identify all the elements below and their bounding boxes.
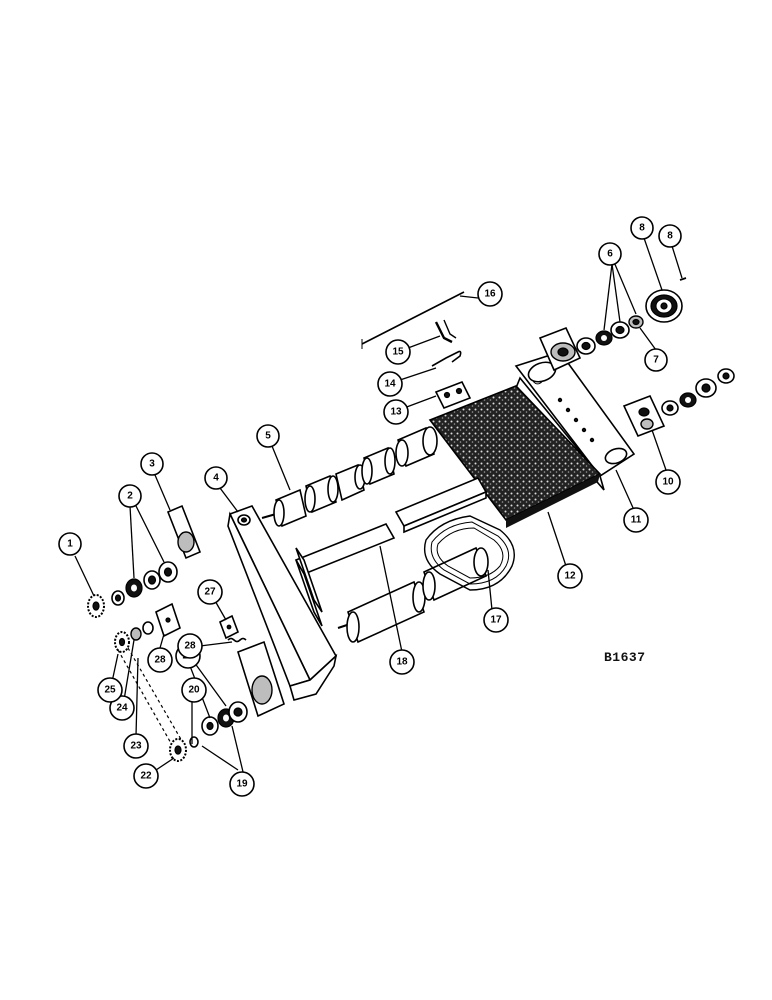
svg-text:15: 15 (392, 347, 404, 358)
callout-13: 13 (383, 399, 409, 425)
svg-text:12: 12 (564, 571, 576, 582)
svg-text:25: 25 (104, 685, 116, 696)
callout-27: 27 (197, 579, 223, 605)
callout-20: 20 (181, 677, 207, 703)
callout-25: 25 (97, 677, 123, 703)
svg-text:1: 1 (67, 539, 73, 550)
svg-text:8: 8 (639, 223, 645, 234)
belt-loops-part-17 (423, 515, 515, 591)
svg-text:20: 20 (188, 685, 200, 696)
callout-5: 5 (256, 424, 280, 448)
svg-text:22: 22 (140, 771, 152, 782)
callout-28-bracket: 28 (147, 647, 173, 673)
callout-6: 6 (598, 242, 622, 266)
small-plate-part-27 (218, 614, 240, 640)
callout-28-arm: 28 (177, 633, 203, 659)
idler-sprocket-part-22 (169, 736, 199, 762)
callout-14: 14 (377, 371, 403, 397)
svg-text:17: 17 (490, 615, 502, 626)
svg-text:27: 27 (204, 587, 216, 598)
callout-8-pulley: 8 (630, 216, 654, 240)
svg-text:16: 16 (484, 289, 496, 300)
svg-text:6: 6 (607, 249, 613, 260)
bearing-plate-part-10 (622, 394, 666, 438)
callout-23: 23 (123, 733, 149, 759)
svg-text:13: 13 (390, 407, 402, 418)
svg-text:11: 11 (631, 515, 642, 526)
svg-text:4: 4 (213, 473, 219, 484)
callout-2: 2 (118, 484, 142, 508)
sprocket-part-1 (87, 594, 105, 618)
svg-text:2: 2 (127, 491, 133, 502)
plate-part-3 (166, 504, 202, 560)
roller-assembly-part-5 (261, 426, 438, 528)
bent-rod-part-15 (434, 319, 457, 344)
angle-bracket-upper (394, 476, 488, 534)
clip-part-14 (431, 350, 462, 367)
bracket-part-26 (155, 602, 181, 638)
callout-1: 1 (58, 532, 82, 556)
bearing-stack-part-10 (661, 368, 735, 416)
callout-11: 11 (623, 507, 649, 533)
sprocket-part-25 (114, 621, 154, 653)
callout-19: 19 (229, 771, 255, 797)
rod-part-16 (361, 291, 465, 349)
callout-8-key: 8 (658, 224, 682, 248)
svg-text:28: 28 (184, 641, 196, 652)
callout-10: 10 (655, 469, 681, 495)
callout-24: 24 (109, 695, 135, 721)
callout-15: 15 (385, 339, 411, 365)
callout-3: 3 (140, 452, 164, 476)
svg-text:23: 23 (130, 741, 142, 752)
svg-text:19: 19 (236, 779, 248, 790)
side-frame-part-4 (227, 505, 338, 701)
callout-16: 16 (477, 281, 503, 307)
lower-roller-left (337, 580, 426, 644)
callout-7: 7 (644, 348, 668, 372)
svg-text:5: 5 (265, 431, 271, 442)
bearing-stack-part-6 (576, 315, 644, 355)
drawing-code: B1637 (604, 650, 646, 665)
leader-lines (74, 237, 683, 777)
svg-text:28: 28 (154, 655, 166, 666)
svg-text:10: 10 (662, 477, 674, 488)
callout-4: 4 (204, 466, 228, 490)
svg-text:3: 3 (149, 459, 155, 470)
callout-22: 22 (133, 763, 159, 789)
svg-text:8: 8 (667, 231, 673, 242)
angle-bracket-part-18 (294, 522, 396, 627)
bearings-part-21 (201, 701, 248, 736)
svg-text:18: 18 (396, 657, 408, 668)
pulley-part-8 (645, 289, 683, 323)
svg-text:14: 14 (384, 379, 396, 390)
tensioner-arm-part-28 (227, 637, 285, 718)
callout-17: 17 (483, 607, 509, 633)
svg-text:7: 7 (653, 355, 659, 366)
bracket-plate-part-13 (434, 380, 472, 410)
frame-holes (557, 397, 595, 443)
svg-text:24: 24 (116, 703, 128, 714)
callout-18: 18 (389, 649, 415, 675)
callout-12: 12 (557, 563, 583, 589)
key-pin-part-8 (679, 277, 687, 281)
end-plate-upper-right (538, 326, 582, 372)
bearings-part-2 (111, 561, 178, 606)
